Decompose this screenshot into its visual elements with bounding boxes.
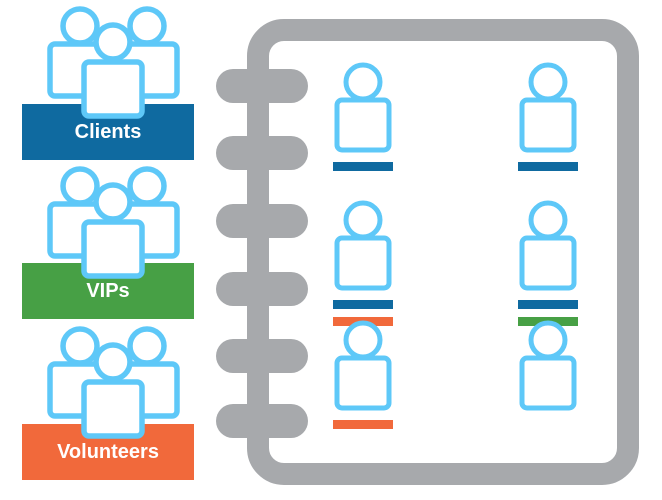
group-people-icon: [47, 6, 180, 119]
person-head: [93, 22, 133, 62]
binder-ring: [216, 339, 308, 373]
person-head: [528, 62, 568, 102]
contact-card: [518, 200, 578, 326]
person-head: [93, 342, 133, 382]
contact-card: [333, 200, 393, 326]
person-body: [334, 235, 392, 291]
person-head: [60, 326, 100, 366]
contact-tag-clients: [518, 300, 578, 309]
person-body: [81, 59, 145, 119]
vips-label: VIPs: [86, 279, 130, 302]
binder-ring: [216, 136, 308, 170]
binder-ring: [216, 69, 308, 103]
volunteers-label: Volunteers: [57, 440, 159, 463]
contact-tag-clients: [518, 162, 578, 171]
group-people-icon: [47, 166, 180, 279]
person-icon: [334, 200, 392, 291]
person-icon: [334, 62, 392, 153]
person-icon: [519, 320, 577, 411]
contact-card: [519, 320, 577, 411]
person-head: [343, 62, 383, 102]
contact-tag-volunteers: [333, 420, 393, 429]
person-head: [60, 6, 100, 46]
person-head: [93, 182, 133, 222]
person-icon: [519, 62, 577, 153]
person-icon: [81, 22, 145, 119]
clients-label: Clients: [74, 120, 142, 143]
person-head: [528, 320, 568, 360]
binder-frame: [247, 19, 639, 485]
person-body: [81, 379, 145, 439]
person-icon: [81, 182, 145, 279]
contact-card: [333, 62, 393, 171]
person-icon: [519, 200, 577, 291]
person-icon: [81, 342, 145, 439]
person-icon: [334, 320, 392, 411]
binder-ring: [216, 404, 308, 438]
person-head: [60, 166, 100, 206]
contact-card: [333, 320, 393, 429]
contact-card: [518, 62, 578, 171]
contact-tag-clients: [333, 300, 393, 309]
person-body: [519, 235, 577, 291]
person-icon: [47, 326, 113, 419]
address-book-icon: [216, 19, 639, 485]
person-body: [519, 355, 577, 411]
person-body: [334, 97, 392, 153]
person-head: [127, 6, 167, 46]
person-head: [127, 326, 167, 366]
person-head: [127, 166, 167, 206]
binder-ring: [216, 204, 308, 238]
person-body: [519, 97, 577, 153]
binder-ring: [216, 272, 308, 306]
person-body: [81, 219, 145, 279]
contact-tag-clients: [333, 162, 393, 171]
person-head: [343, 320, 383, 360]
person-body: [334, 355, 392, 411]
person-head: [343, 200, 383, 240]
group-people-icon: [47, 326, 180, 439]
person-head: [528, 200, 568, 240]
